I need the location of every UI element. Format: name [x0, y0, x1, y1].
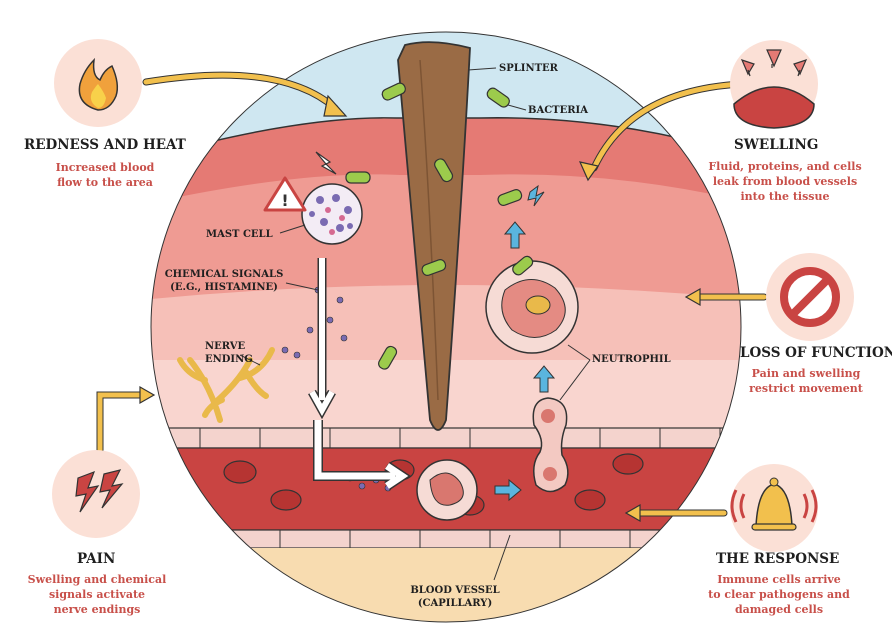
title-the-response: THE RESPONSE: [716, 551, 839, 567]
tissue-cross-section: !: [140, 20, 760, 623]
neutrophil-in-vessel: [417, 460, 477, 520]
alarm-bell-icon: [730, 464, 818, 552]
label-blood-vessel: BLOOD VESSEL (CAPILLARY): [400, 584, 510, 610]
title-loss-of-function: LOSS OF FUNCTION: [740, 345, 892, 361]
swelling-arrows-icon: [730, 40, 818, 128]
flame-icon: [54, 39, 142, 127]
neutrophil-large: [486, 261, 578, 353]
title-redness-and-heat: REDNESS AND HEAT: [24, 137, 186, 153]
desc-redness-and-heat: Increased blood flow to the area: [40, 160, 170, 190]
mast-cell: [302, 184, 362, 244]
label-nerve-ending: NERVE ENDING: [205, 340, 253, 366]
label-bacteria: BACTERIA: [528, 104, 588, 117]
desc-the-response: Immune cells arrive to clear pathogens a…: [694, 572, 864, 617]
title-swelling: SWELLING: [734, 137, 818, 153]
no-entry-icon: [766, 253, 854, 341]
desc-swelling: Fluid, proteins, and cells leak from blo…: [690, 159, 880, 204]
lightning-pain-icon: [52, 450, 140, 538]
label-splinter: SPLINTER: [499, 62, 558, 75]
title-pain: PAIN: [77, 551, 115, 567]
label-neutrophil: NEUTROPHIL: [592, 353, 671, 366]
desc-pain: Swelling and chemical signals activate n…: [22, 572, 172, 617]
desc-loss-of-function: Pain and swelling restrict movement: [746, 366, 866, 396]
label-mast-cell: MAST CELL: [206, 228, 273, 241]
svg-text:!: !: [281, 191, 288, 210]
label-chemical-signals: CHEMICAL SIGNALS (E.G., HISTAMINE): [160, 268, 288, 294]
